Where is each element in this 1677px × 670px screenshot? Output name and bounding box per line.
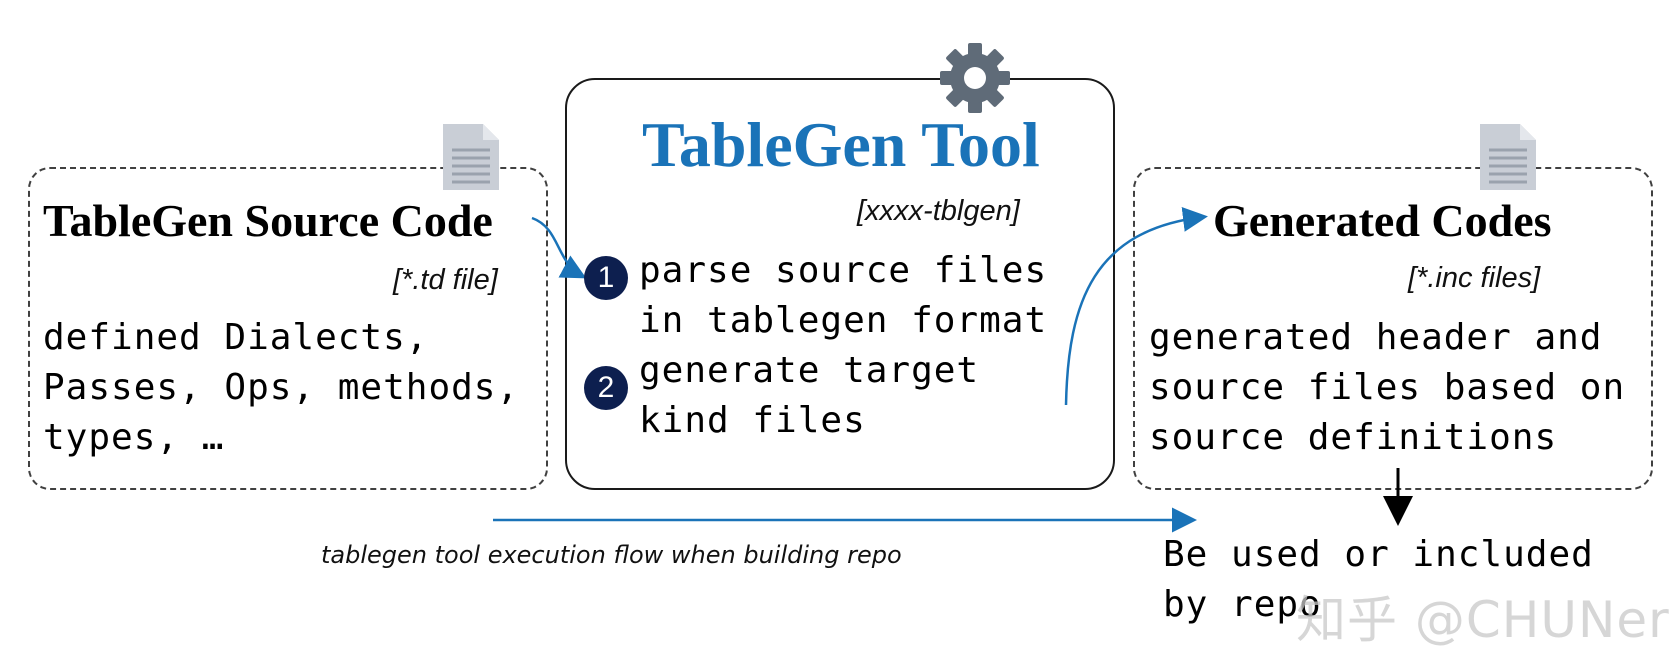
document-icon <box>443 124 499 190</box>
step-2-badge: 2 <box>584 366 628 410</box>
gear-icon <box>940 43 1010 113</box>
source-code-title: TableGen Source Code <box>43 195 493 246</box>
source-file-tag: [*.td file] <box>393 264 498 296</box>
watermark: 知乎 @CHUNer <box>1296 591 1670 649</box>
generated-codes-box <box>1133 167 1653 490</box>
tablegen-tool-box <box>565 78 1115 490</box>
generated-file-tag: [*.inc files] <box>1408 262 1541 294</box>
execution-flow-caption: tablegen tool execution flow when buildi… <box>321 541 902 569</box>
source-to-step1-arrow <box>531 216 587 279</box>
step-1-text: parse source files in tablegen format <box>639 250 1048 341</box>
generated-codes-description: generated header and source files based … <box>1149 317 1626 458</box>
tool-steps-text: parse source files in tablegen format ge… <box>639 246 1047 446</box>
document-icon <box>1480 124 1536 190</box>
source-code-description: defined Dialects, Passes, Ops, methods, … <box>43 317 520 458</box>
step-1-badge: 1 <box>584 256 628 300</box>
usage-text: Be used or included by repo <box>1163 534 1594 625</box>
source-code-box <box>28 167 548 490</box>
tool-to-generated-arrow <box>1064 206 1208 406</box>
step-2-text: generate target kind files <box>639 350 980 441</box>
tool-binary-tag: [xxxx-tblgen] <box>857 195 1020 227</box>
tablegen-tool-title: TableGen Tool <box>642 109 1040 180</box>
generated-codes-title: Generated Codes <box>1213 195 1552 246</box>
